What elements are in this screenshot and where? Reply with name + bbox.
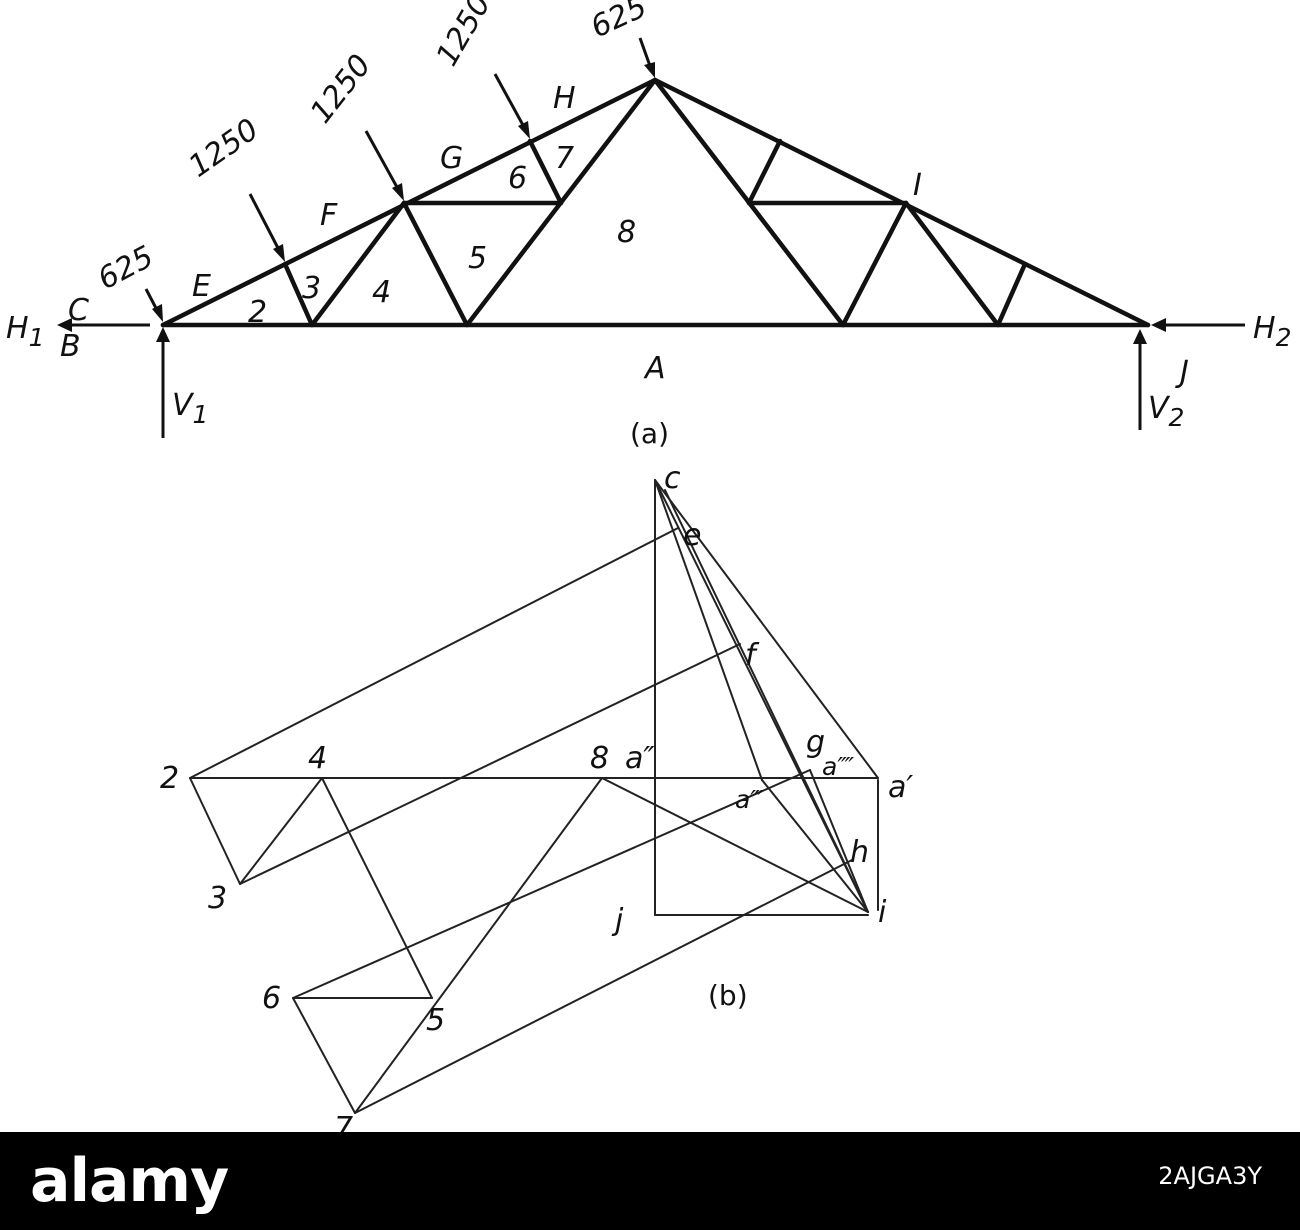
truss-stress-diagram: 625 1250 1250 1250 625 A B C E F G H I J… bbox=[6, 0, 1292, 1132]
reaction-arrows bbox=[57, 318, 1245, 438]
web-member bbox=[527, 138, 564, 206]
load-arrow-1250 bbox=[248, 193, 281, 251]
stress-line bbox=[601, 777, 869, 913]
arrowhead bbox=[57, 318, 72, 332]
load-label: 625 bbox=[92, 239, 159, 297]
reaction-labels: H1 V1 H2 V2 bbox=[6, 311, 1291, 432]
space-letters: A B C E F G H I J bbox=[60, 81, 1189, 390]
panel-numbers: 2 3 4 5 6 7 8 bbox=[248, 141, 636, 330]
panel-number: 4 bbox=[372, 275, 391, 310]
load-label: 1250 bbox=[430, 0, 498, 72]
stress-line bbox=[189, 777, 241, 885]
space-letter-F: F bbox=[320, 198, 338, 233]
arrowhead bbox=[644, 62, 655, 78]
point-label-h: h bbox=[850, 835, 869, 870]
web-member bbox=[903, 200, 1001, 328]
watermark-footer: alamy 2AJGA3Y bbox=[0, 1132, 1300, 1230]
stress-point-labels: c e f g h i j a″ a‴ a⁗ a′ 2 3 4 5 6 7 8 bbox=[160, 461, 913, 1132]
truss-members bbox=[160, 77, 1151, 328]
load-label: 1250 bbox=[304, 48, 379, 130]
space-letter-A: A bbox=[643, 351, 666, 386]
point-label-a-double-prime: a″ bbox=[625, 741, 655, 776]
stress-line bbox=[354, 859, 853, 1114]
reaction-label-h1: H1 bbox=[6, 311, 44, 352]
point-label-8: 8 bbox=[590, 741, 609, 776]
arrowhead bbox=[156, 327, 170, 342]
caption-a: (a) bbox=[630, 417, 669, 450]
load-arrow-625-apex bbox=[638, 37, 652, 67]
space-letter-G: G bbox=[440, 141, 463, 176]
panel-number: 2 bbox=[248, 295, 267, 330]
web-member bbox=[282, 261, 315, 328]
arrowhead bbox=[518, 121, 530, 139]
point-label-4: 4 bbox=[308, 741, 327, 776]
panel-number: 7 bbox=[555, 141, 574, 176]
point-label-g: g bbox=[806, 725, 825, 760]
brand-logo: alamy bbox=[30, 1146, 229, 1216]
load-arrows bbox=[144, 37, 655, 322]
arrowhead bbox=[1133, 329, 1147, 344]
space-letter-B: B bbox=[60, 329, 81, 364]
stress-line bbox=[321, 777, 433, 999]
stress-line bbox=[292, 997, 356, 1114]
stress-line bbox=[189, 527, 679, 779]
arrowhead bbox=[1151, 318, 1166, 332]
space-letter-J: J bbox=[1175, 355, 1189, 390]
point-label-a-triple-prime: a‴ bbox=[735, 785, 763, 814]
stress-line bbox=[354, 777, 603, 1114]
load-label: 1250 bbox=[183, 112, 266, 184]
stress-line bbox=[761, 779, 869, 913]
load-arrow-1250 bbox=[364, 130, 400, 190]
stress-line bbox=[654, 479, 879, 779]
point-label-f: f bbox=[745, 638, 760, 673]
panel-number: 6 bbox=[508, 161, 527, 196]
stress-line bbox=[239, 643, 741, 885]
point-label-3: 3 bbox=[208, 881, 227, 916]
load-arrow-1250 bbox=[493, 73, 526, 128]
panel-number: 5 bbox=[468, 241, 487, 276]
point-label-a-quadruple-prime: a⁗ bbox=[822, 752, 854, 781]
reaction-label-v1: V1 bbox=[172, 388, 208, 429]
web-member bbox=[746, 138, 783, 206]
stress-line bbox=[239, 777, 323, 885]
arrowhead bbox=[273, 244, 285, 262]
web-member bbox=[840, 200, 909, 328]
reaction-label-v2: V2 bbox=[1148, 391, 1184, 432]
point-label-a-prime: a′ bbox=[888, 770, 913, 805]
stress-line bbox=[292, 769, 811, 999]
stress-line bbox=[809, 769, 869, 913]
reaction-label-h2: H2 bbox=[1253, 311, 1291, 352]
arrowhead bbox=[152, 304, 163, 322]
point-label-7: 7 bbox=[334, 1111, 353, 1132]
web-member bbox=[995, 261, 1028, 328]
space-letter-H: H bbox=[553, 81, 576, 116]
stress-line bbox=[664, 489, 869, 913]
image-id: 2AJGA3Y bbox=[1158, 1162, 1262, 1190]
stress-line bbox=[654, 479, 763, 781]
point-label-5: 5 bbox=[426, 1003, 445, 1038]
arrowhead bbox=[392, 183, 404, 201]
point-label-e: e bbox=[683, 518, 701, 553]
point-label-i: i bbox=[878, 895, 887, 930]
space-letter-I: I bbox=[913, 168, 922, 203]
space-letter-E: E bbox=[192, 269, 211, 304]
panel-number: 3 bbox=[302, 271, 321, 306]
caption-b: (b) bbox=[708, 979, 748, 1012]
load-label: 625 bbox=[586, 0, 653, 45]
point-label-2: 2 bbox=[160, 761, 179, 796]
point-label-c: c bbox=[664, 461, 681, 496]
panel-number: 8 bbox=[617, 215, 636, 250]
web-member bbox=[401, 200, 470, 328]
web-member bbox=[309, 200, 407, 328]
point-label-6: 6 bbox=[262, 981, 281, 1016]
point-label-j: j bbox=[611, 903, 624, 938]
space-letter-C: C bbox=[68, 293, 89, 328]
stress-diagram-lines bbox=[189, 479, 879, 1114]
